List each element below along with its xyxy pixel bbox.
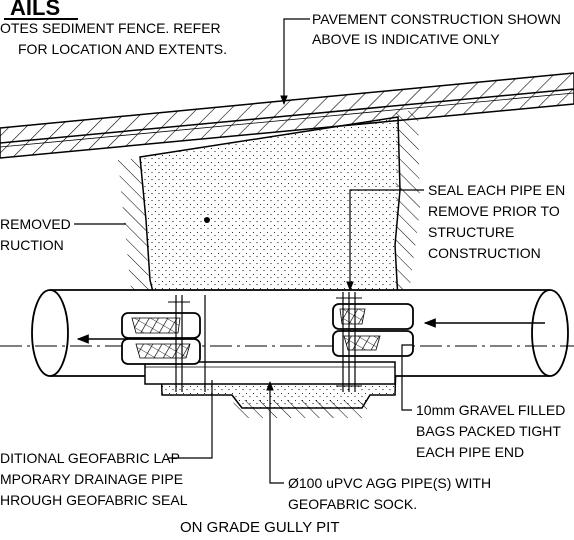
svg-text:REMOVED: REMOVED	[0, 216, 71, 232]
gravel-bags-left	[121, 295, 206, 392]
svg-text:DITIONAL GEOFABRIC LAP: DITIONAL GEOFABRIC LAP	[0, 450, 180, 466]
svg-text:FOR LOCATION AND EXTENTS.: FOR LOCATION AND EXTENTS.	[18, 41, 227, 57]
note-agg-pipe: Ø100 uPVC AGG PIPE(S) WITH GEOFABRIC SOC…	[266, 381, 491, 512]
caption: ON GRADE GULLY PIT	[180, 519, 340, 536]
svg-text:10mm GRAVEL FILLED: 10mm GRAVEL FILLED	[416, 402, 565, 418]
svg-text:ABOVE IS INDICATIVE ONLY: ABOVE IS INDICATIVE ONLY	[312, 31, 500, 47]
svg-text:SEAL EACH PIPE EN: SEAL EACH PIPE EN	[428, 182, 565, 198]
note-removed: REMOVED RUCTION	[0, 216, 126, 253]
svg-text:Ø100 uPVC AGG PIPE(S) WITH: Ø100 uPVC AGG PIPE(S) WITH	[288, 475, 491, 491]
svg-text:GEOFABRIC SOCK.: GEOFABRIC SOCK.	[288, 496, 417, 512]
note-seal: SEAL EACH PIPE EN REMOVE PRIOR TO STRUCT…	[346, 182, 565, 291]
gravel-bags-right	[332, 292, 414, 392]
note-pavement: PAVEMENT CONSTRUCTION SHOWN ABOVE IS IND…	[280, 11, 561, 105]
title-fragment: AILS	[10, 0, 60, 20]
svg-text:MPORARY DRAINAGE PIPE: MPORARY DRAINAGE PIPE	[0, 471, 183, 487]
note-top-left: OTES SEDIMENT FENCE. REFER FOR LOCATION …	[0, 20, 227, 57]
marker-dot	[204, 217, 210, 223]
svg-text:EACH PIPE END: EACH PIPE END	[416, 444, 524, 460]
svg-text:HROUGH GEOFABRIC SEAL: HROUGH GEOFABRIC SEAL	[0, 492, 188, 508]
svg-text:PAVEMENT CONSTRUCTION SHOWN: PAVEMENT CONSTRUCTION SHOWN	[312, 11, 561, 27]
svg-text:REMOVE PRIOR TO: REMOVE PRIOR TO	[428, 203, 560, 219]
svg-text:STRUCTURE: STRUCTURE	[428, 224, 514, 240]
svg-text:RUCTION: RUCTION	[0, 237, 64, 253]
pavement-layers	[0, 72, 574, 159]
excavation-soil	[118, 110, 420, 418]
svg-text:BAGS PACKED TIGHT: BAGS PACKED TIGHT	[416, 423, 561, 439]
note-geofabric-lap: DITIONAL GEOFABRIC LAP MPORARY DRAINAGE …	[0, 380, 213, 508]
svg-text:CONSTRUCTION: CONSTRUCTION	[428, 245, 541, 261]
svg-text:OTES SEDIMENT FENCE. REFER: OTES SEDIMENT FENCE. REFER	[0, 20, 221, 36]
note-gravel-bags: 10mm GRAVEL FILLED BAGS PACKED TIGHT EAC…	[401, 344, 565, 460]
